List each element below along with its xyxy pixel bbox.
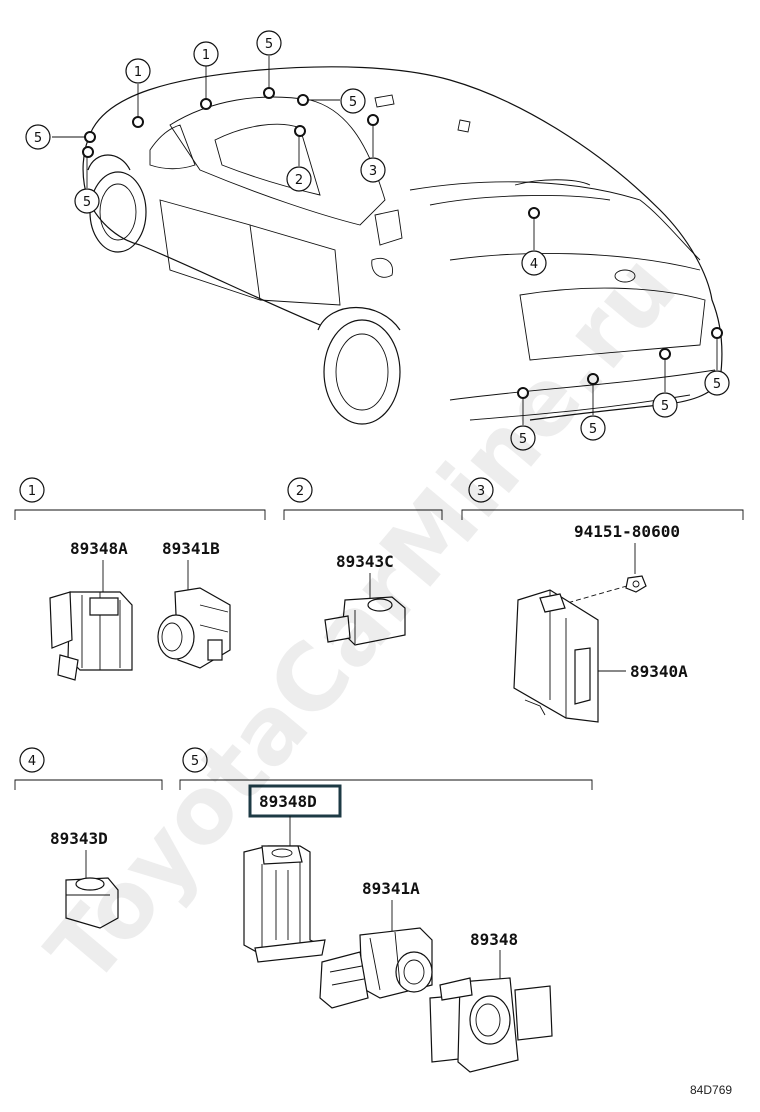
callout-number: 5 [349, 95, 357, 110]
callout-number: 5 [589, 422, 597, 437]
sensor-dot [132, 116, 144, 128]
callout-number: 5 [661, 399, 669, 414]
callout-number: 5 [34, 131, 42, 146]
part-number-89341A: 89341A [362, 879, 420, 898]
diagram-code: 84D769 [690, 1083, 732, 1097]
callout-number: 1 [202, 48, 210, 63]
callout-number: 2 [295, 173, 303, 188]
section-number: 5 [191, 754, 199, 769]
section-number: 1 [28, 484, 36, 499]
car-callouts: 1 1 5 5 5 5 2 3 4 5 5 5 5 [25, 30, 730, 451]
part-89348A-drawing [49, 591, 133, 681]
part-89343C-drawing [324, 596, 406, 646]
part-number-94151-80600: 94151-80600 [574, 522, 680, 541]
sensor-dot [294, 125, 306, 137]
section-headers: 1 2 3 4 5 [14, 477, 744, 790]
highlight-box [248, 784, 342, 818]
part-89348D-drawing [243, 845, 326, 963]
callout-number: 5 [713, 377, 721, 392]
part-89348-drawing [429, 977, 553, 1073]
car-illustration [82, 66, 723, 425]
part-94151-80600-drawing [625, 575, 647, 593]
sensor-dot [528, 207, 540, 219]
sensor-dot [84, 131, 96, 143]
part-89343D-drawing [65, 877, 119, 929]
sensor-dot [82, 146, 94, 158]
callout-number: 5 [519, 432, 527, 447]
part-number-89340A: 89340A [630, 662, 688, 681]
part-number-89343D: 89343D [50, 829, 108, 848]
sensor-dot [711, 327, 723, 339]
sensor-dot [367, 114, 379, 126]
part-number-89343C: 89343C [336, 552, 394, 571]
sensor-dot [659, 348, 671, 360]
callout-number: 5 [265, 37, 273, 52]
section-number: 4 [28, 754, 36, 769]
part-number-89348D: 89348D [259, 792, 317, 811]
part-89341A-drawing [319, 927, 433, 1009]
section-number: 3 [477, 484, 485, 499]
part-89340A-drawing [513, 589, 599, 723]
part-89341B-drawing [157, 587, 231, 669]
callout-number: 5 [83, 195, 91, 210]
part-labels: 89348A 89341B 89343C 94151-80600 89340A … [50, 522, 688, 949]
callout-number: 1 [134, 65, 142, 80]
callout-number: 4 [530, 257, 538, 272]
callout-number: 3 [369, 164, 377, 179]
sensor-dot [263, 87, 275, 99]
part-number-89341B: 89341B [162, 539, 220, 558]
sensor-dot [200, 98, 212, 110]
part-number-89348: 89348 [470, 930, 518, 949]
sensor-dot [297, 94, 309, 106]
section-number: 2 [296, 484, 304, 499]
part-number-89348A: 89348A [70, 539, 128, 558]
